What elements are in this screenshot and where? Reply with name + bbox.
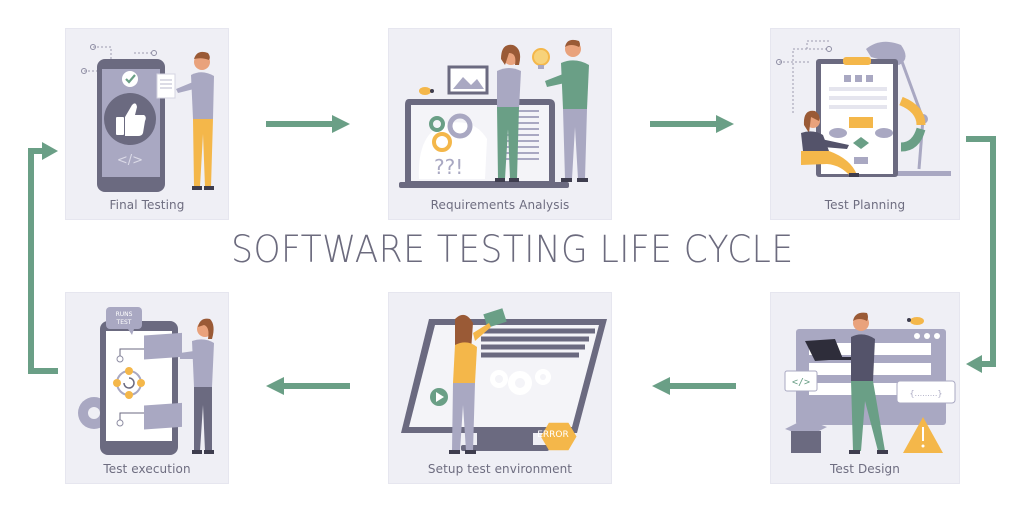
- arrow-right-icon: [266, 115, 350, 133]
- stage-label: Setup test environment: [427, 462, 573, 476]
- final-testing-illustration: </>: [66, 29, 228, 193]
- flowchart-icon: [829, 75, 893, 164]
- thumbs-up-icon: [116, 103, 146, 136]
- stage-card-setup-test-environment: ERROR Setup test environment: [388, 292, 612, 484]
- stage-card-requirements-analysis: ??!: [388, 28, 612, 220]
- stage-card-final-testing: </> Final Testing: [65, 28, 229, 220]
- speech-bubble: RUNS TEST: [106, 307, 142, 335]
- box-icon: [785, 419, 827, 453]
- warning-icon: [903, 417, 943, 453]
- stage-card-test-planning: Test Planning: [770, 28, 960, 220]
- diagram-title-text: SOFTWARE TESTING LIFE CYCLE: [230, 228, 794, 271]
- person-holding-cards: [180, 318, 214, 454]
- person-with-laptop: [805, 312, 888, 454]
- checkmark-icon: [122, 71, 138, 87]
- envelope-icon: [483, 308, 507, 328]
- stage-label: Final Testing: [109, 198, 185, 212]
- lightbulb-icon: [532, 48, 550, 69]
- bug-icon: [419, 87, 434, 95]
- arrow-down-elbow-icon: [966, 136, 996, 373]
- stage-label: Test Planning: [824, 198, 906, 212]
- test-execution-illustration: RUNS TEST: [66, 293, 228, 457]
- arrow-left-icon: [652, 377, 736, 395]
- cycle-arrows-icon: [899, 96, 926, 152]
- stage-label: Test Design: [830, 462, 900, 476]
- svg-text:</>: </>: [792, 377, 810, 388]
- woman-figure: [495, 44, 521, 182]
- error-badge: ERROR: [537, 430, 569, 440]
- test-planning-illustration: [771, 29, 959, 193]
- question-marks: ??!: [434, 155, 463, 179]
- play-icon: [430, 388, 448, 406]
- code-icon: </>: [784, 370, 818, 392]
- test-design-illustration: </> {.........}: [771, 293, 959, 457]
- setup-test-environment-illustration: ERROR: [389, 293, 611, 457]
- diagram-title: SOFTWARE TESTING LIFE CYCLE: [200, 228, 824, 271]
- circuit-lines-icon: [84, 46, 154, 72]
- stage-card-test-design: </> {.........}: [770, 292, 960, 484]
- arrow-left-icon: [266, 377, 350, 395]
- stage-label: Test execution: [103, 462, 191, 476]
- test-card-bottom: [144, 402, 182, 430]
- code-icon: </>: [117, 153, 143, 168]
- person-with-document: [156, 51, 214, 190]
- cycle-icon: [113, 367, 145, 399]
- requirements-analysis-illustration: ??!: [389, 29, 611, 193]
- bug-icon: [907, 317, 924, 325]
- sitting-woman: [801, 110, 859, 177]
- error-hexagon: ERROR: [537, 422, 577, 451]
- svg-text:{.........}: {.........}: [909, 389, 942, 398]
- woman-figure: [449, 314, 491, 454]
- man-figure: [545, 39, 589, 182]
- runs-test-badge: RUNS: [116, 311, 133, 318]
- gears-icon: [429, 113, 473, 152]
- circuit-lines-icon: [779, 40, 829, 113]
- arrow-up-elbow-icon: [28, 142, 58, 374]
- speech-bubble: {.........}: [896, 380, 956, 404]
- image-frame-icon: [447, 65, 489, 95]
- test-card-top: [144, 332, 182, 360]
- arrow-right-icon: [650, 115, 734, 133]
- svg-text:TEST: TEST: [116, 319, 132, 326]
- stage-label: Requirements Analysis: [430, 198, 570, 212]
- stage-card-test-execution: RUNS TEST Test: [65, 292, 229, 484]
